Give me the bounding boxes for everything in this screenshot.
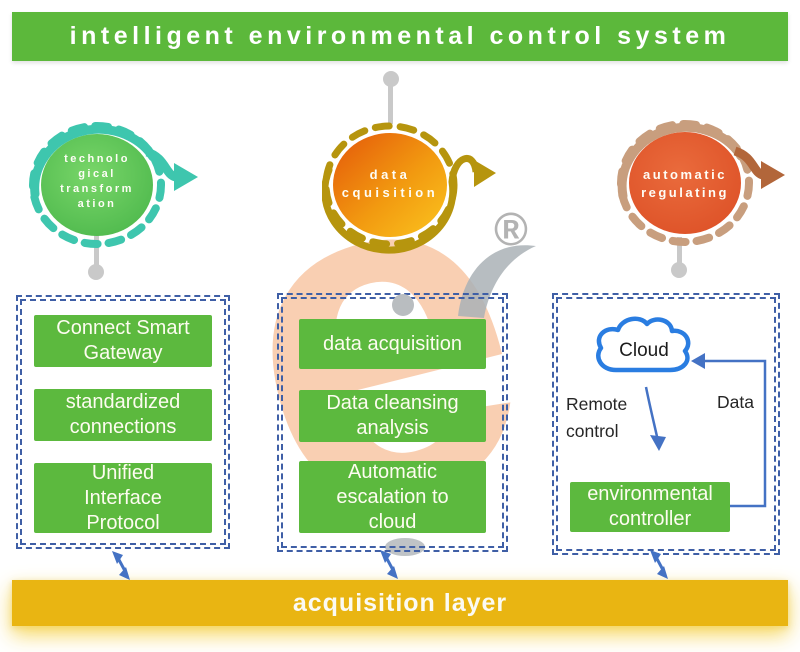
connector-dot	[392, 294, 414, 316]
connector-dot	[671, 262, 687, 278]
step-label: Automatic escalation to cloud	[336, 460, 449, 533]
cloud-flow-arrows	[644, 353, 767, 508]
panel-inner-border	[20, 299, 226, 545]
acquisition-layer-bar: acquisition layer	[12, 580, 788, 626]
step-automatic-escalation: Automatic escalation to cloud	[299, 461, 486, 533]
step-label: Connect Smart Gateway	[56, 317, 190, 364]
step-label: Data cleansing analysis	[326, 392, 459, 439]
step-data-cleansing-analysis: Data cleansing analysis	[299, 390, 486, 442]
connector-line	[677, 237, 682, 265]
step-data-acquisition: data acquisition	[299, 319, 486, 369]
connector-dot	[383, 71, 399, 87]
panel-inner-border	[556, 297, 776, 551]
remote-control-label: Remote control	[566, 394, 628, 441]
data-label: Data	[717, 392, 754, 412]
double-arrow-icon	[112, 551, 130, 580]
cycle-arrow-icon	[174, 163, 198, 191]
cycle-arrow-icon	[761, 161, 785, 189]
solid-ring-arc	[30, 124, 158, 199]
step-label: standardized connections	[65, 391, 181, 438]
data-acquisition-badge	[322, 122, 496, 254]
solid-ring-arc	[617, 122, 746, 201]
step-connect-smart-gateway: Connect Smart Gateway	[34, 315, 212, 367]
cycle-arrow-icon	[474, 160, 496, 187]
gateway-panel: Connect Smart Gateway standardized conne…	[16, 295, 230, 549]
step-unified-interface-protocol: Unified Interface Protocol	[34, 461, 212, 534]
cycle-arrow-shaft	[448, 155, 480, 183]
solid-ring-arc	[322, 166, 457, 254]
watermark-swoosh-icon	[458, 245, 536, 318]
down-arrowhead-icon	[650, 435, 666, 451]
connector-line	[388, 84, 393, 124]
step-label: data acquisition	[323, 332, 462, 355]
cycle-arrow-shaft	[145, 147, 178, 182]
acquisition-panel: data acquisition Data cleansing analysis…	[277, 293, 508, 552]
automatic-regulating-badge	[617, 120, 785, 246]
double-arrow-icon	[380, 550, 398, 579]
step-standardized-connections: standardized connections	[34, 389, 212, 441]
connector-dot	[88, 264, 104, 280]
cloud-label: Cloud	[619, 340, 669, 361]
cycle-arrow-shaft	[733, 146, 765, 180]
technological-transformation-badge	[29, 122, 198, 248]
double-arrow-icon	[650, 550, 668, 579]
cloud-control-panel: Cloud Remote control Data environmental …	[552, 293, 780, 555]
connector-line	[94, 235, 99, 267]
data-feedback-line	[703, 359, 767, 508]
cloud-icon	[596, 316, 691, 373]
step-label: Unified Interface Protocol	[84, 461, 162, 534]
page-title: intelligent environmental control system	[12, 12, 788, 61]
environmental-controller-button: environmental controller	[570, 482, 730, 532]
panel-inner-border	[281, 297, 504, 548]
step-label: environmental controller	[587, 483, 713, 530]
registered-trademark-icon: ®	[494, 203, 528, 255]
left-arrowhead-icon	[691, 353, 705, 369]
